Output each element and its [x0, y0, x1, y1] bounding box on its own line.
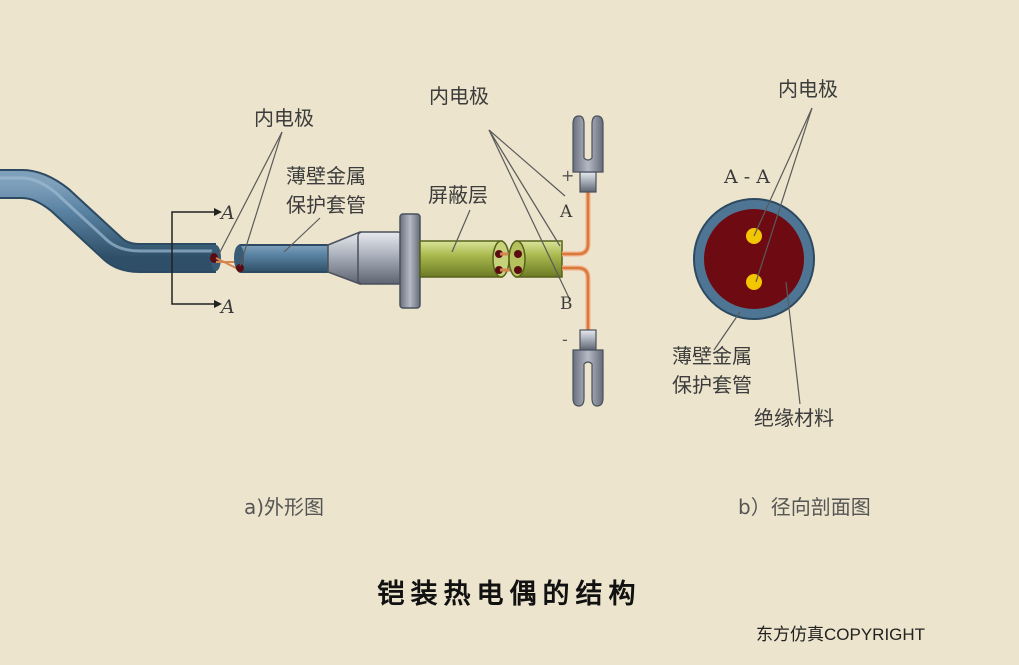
- label-sheath-left-1: 薄壁金属: [286, 164, 366, 188]
- label-sheath-left-2: 保护套管: [286, 193, 366, 217]
- label-shield-layer: 屏蔽层: [428, 183, 488, 207]
- shield-layer: [419, 240, 563, 278]
- terminal-minus: [572, 329, 604, 407]
- caption-a: a)外形图: [244, 495, 325, 519]
- copyright-text: 东方仿真COPYRIGHT: [756, 625, 926, 644]
- cross-section-leaders: [713, 107, 813, 405]
- label-terminal-a: A: [560, 202, 573, 222]
- output-wires: [562, 190, 591, 332]
- label-plus: +: [561, 166, 575, 185]
- label-minus: -: [562, 330, 568, 349]
- transition-fitting: [327, 213, 421, 309]
- label-section-aa: A - A: [724, 166, 770, 188]
- label-inner-electrode-mid: 内电极: [429, 84, 489, 108]
- label-insulation: 绝缘材料: [754, 406, 834, 430]
- caption-b: b）径向剖面图: [738, 495, 871, 519]
- label-inner-electrode-right: 内电极: [778, 77, 838, 101]
- sheath-cut-ends: [210, 244, 331, 273]
- diagram-title: 铠装热电偶的结构: [377, 579, 642, 610]
- label-section-a-bottom: A: [221, 296, 235, 318]
- leader-lines: [218, 129, 571, 301]
- terminal-plus: [572, 115, 604, 193]
- label-terminal-b: B: [560, 294, 573, 314]
- sheath-cable: [0, 169, 216, 273]
- label-section-a-top: A: [221, 202, 235, 224]
- label-sheath-right-1: 薄壁金属: [672, 344, 752, 368]
- label-inner-electrode-left: 内电极: [254, 106, 314, 130]
- section-cut-marks: [171, 208, 222, 308]
- label-sheath-right-2: 保护套管: [672, 373, 752, 397]
- cross-section: [693, 198, 815, 320]
